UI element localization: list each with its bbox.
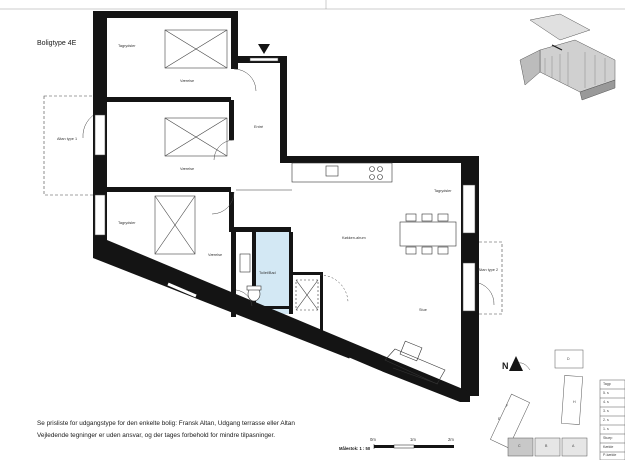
plan-notes: Se prisliste for udgangstype for den enk… bbox=[37, 418, 295, 442]
scale-label: Målestok: 1 : 50 bbox=[339, 446, 371, 451]
altan-left-outline bbox=[43, 95, 100, 196]
legend-row-8: P-kælde bbox=[603, 453, 617, 457]
living-furniture bbox=[384, 340, 446, 385]
entrance-arrow-icon bbox=[258, 44, 270, 54]
room-label-vaerelse-mid: Værelse bbox=[180, 167, 195, 171]
scale-tick-1: 1m bbox=[410, 437, 416, 442]
legend-row-1: 5. s bbox=[603, 391, 609, 395]
bathroom-fixtures bbox=[239, 253, 319, 311]
room-label-vaerelse-bottom: Værelse bbox=[208, 253, 223, 257]
dining-table bbox=[399, 213, 457, 255]
windows bbox=[94, 57, 476, 312]
room-label-stue: Stue bbox=[419, 308, 427, 312]
exterior-walls bbox=[93, 11, 479, 402]
legend-row-6: Stuep bbox=[603, 436, 613, 440]
scale-tick-2: 2m bbox=[448, 437, 454, 442]
block-label-d: D bbox=[567, 357, 570, 361]
note-line-1: Se prisliste for udgangstype for den enk… bbox=[37, 420, 295, 427]
block-label-b: B bbox=[545, 444, 548, 448]
page-title: Boligtype 4E bbox=[37, 40, 77, 47]
room-label-altan-left: Altan type 1 bbox=[57, 137, 78, 141]
legend-row-5: 1. s bbox=[603, 427, 609, 431]
room-label-toilet-bad: Toilet/Bad bbox=[259, 271, 276, 275]
bathroom-fill bbox=[256, 232, 292, 314]
legend-row-3: 3. s bbox=[603, 409, 609, 413]
block-label-a: A bbox=[572, 444, 575, 448]
block-label-e: E bbox=[498, 417, 501, 421]
legend-row-7: Kælde bbox=[603, 445, 614, 449]
legend-row-2: 4. s bbox=[603, 400, 609, 404]
legend-row-0: Tagp bbox=[603, 382, 611, 386]
interior-walls bbox=[107, 97, 323, 334]
note-line-2: Vejledende tegninger er uden ansvar, og … bbox=[37, 432, 276, 439]
north-label: N bbox=[502, 361, 509, 371]
scale-bar bbox=[373, 444, 454, 449]
attic-hatches bbox=[154, 29, 228, 255]
kitchen-counter bbox=[291, 162, 393, 183]
room-label-kokken-alrum: Køkken-alrum bbox=[342, 236, 366, 240]
door-swings bbox=[211, 68, 349, 307]
block-label-h: H bbox=[573, 400, 576, 404]
block-label-c: C bbox=[518, 444, 521, 448]
north-arrow-icon bbox=[509, 356, 523, 371]
scale-tick-0: 0m bbox=[370, 437, 376, 442]
room-label-tagrydsler-top: Tagrydsler bbox=[118, 44, 136, 48]
legend-row-4: 2. s bbox=[603, 418, 609, 422]
room-label-tagrydsler-bottom: Tagrydsler bbox=[118, 221, 136, 225]
room-label-vaerelse-top: Værelse bbox=[180, 79, 195, 83]
site-plan bbox=[490, 349, 625, 460]
room-label-entre: Entré bbox=[254, 125, 264, 129]
block-label-f: F bbox=[506, 404, 509, 408]
room-label-tagrydsler-kitchen: Tagrydsler bbox=[434, 189, 452, 193]
diagonal-windows bbox=[167, 282, 383, 375]
room-label-altan-right: Altan type 2 bbox=[478, 268, 499, 272]
building-thumbnail bbox=[519, 13, 616, 101]
